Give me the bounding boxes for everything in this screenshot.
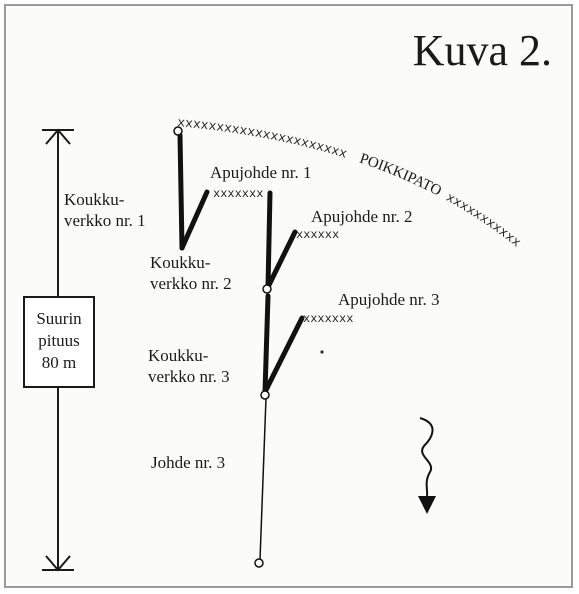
length-label-line1: Suurin	[36, 309, 82, 328]
hook-net-3-barb	[262, 315, 305, 395]
leader-line-3	[259, 397, 267, 561]
net-end-circle-3	[260, 390, 270, 400]
net-end-circle-2	[262, 284, 272, 294]
apujohde-2-label: Apujohde nr. 2	[311, 207, 413, 226]
length-label-line3: 80 m	[42, 353, 76, 372]
figure-frame	[4, 4, 573, 588]
apujohde-2-marks: xxxxxx	[296, 228, 339, 242]
apujohde-3-marks: xxxxxxx	[303, 312, 353, 326]
poikkipato-marks-1: xxxxxxxxxxxxxxxxxxxxxx	[177, 115, 349, 162]
apujohde-1-label: Apujohde nr. 1	[210, 163, 312, 182]
poikkipato-line: xxxxxxxxxxxxxxxxxxxxxx POIKKIPATO xxxxxx…	[177, 115, 524, 250]
leader-line-label: Johde nr. 3	[151, 453, 225, 472]
poikkipato-marks-2: xxxxxxxxxxx	[443, 190, 523, 250]
current-direction-arrow	[418, 417, 436, 514]
hook-net-2-label-line2: verkko nr. 2	[150, 274, 232, 293]
hook-net-2-barb	[265, 229, 298, 290]
poikkipato-label: POIKKIPATO	[357, 151, 444, 200]
hook-net-1-barb	[179, 189, 210, 251]
hook-net-2-label-line1: Koukku-	[150, 253, 211, 272]
apujohde-1-marks: xxxxxxx	[213, 187, 263, 201]
hook-net-1-main	[177, 132, 185, 251]
hook-net-3-label-line1: Koukku-	[148, 346, 209, 365]
apujohde-3-label: Apujohde nr. 3	[338, 290, 440, 309]
length-label-box	[23, 296, 95, 388]
leader-end-circle	[254, 558, 264, 568]
figure-title: Kuva 2.	[413, 26, 552, 75]
net-end-circle-1	[173, 126, 183, 136]
length-label-line2: pituus	[38, 331, 80, 350]
hook-net-2-main	[265, 190, 273, 290]
hook-net-1-label-line2: verkko nr. 1	[64, 211, 146, 230]
hook-net-3-main	[262, 293, 271, 395]
length-dimension-arrow	[42, 128, 74, 572]
hook-net-1-label-line1: Koukku-	[64, 190, 125, 209]
hook-net-3-label-line2: verkko nr. 3	[148, 367, 230, 386]
stray-dot	[320, 350, 324, 354]
